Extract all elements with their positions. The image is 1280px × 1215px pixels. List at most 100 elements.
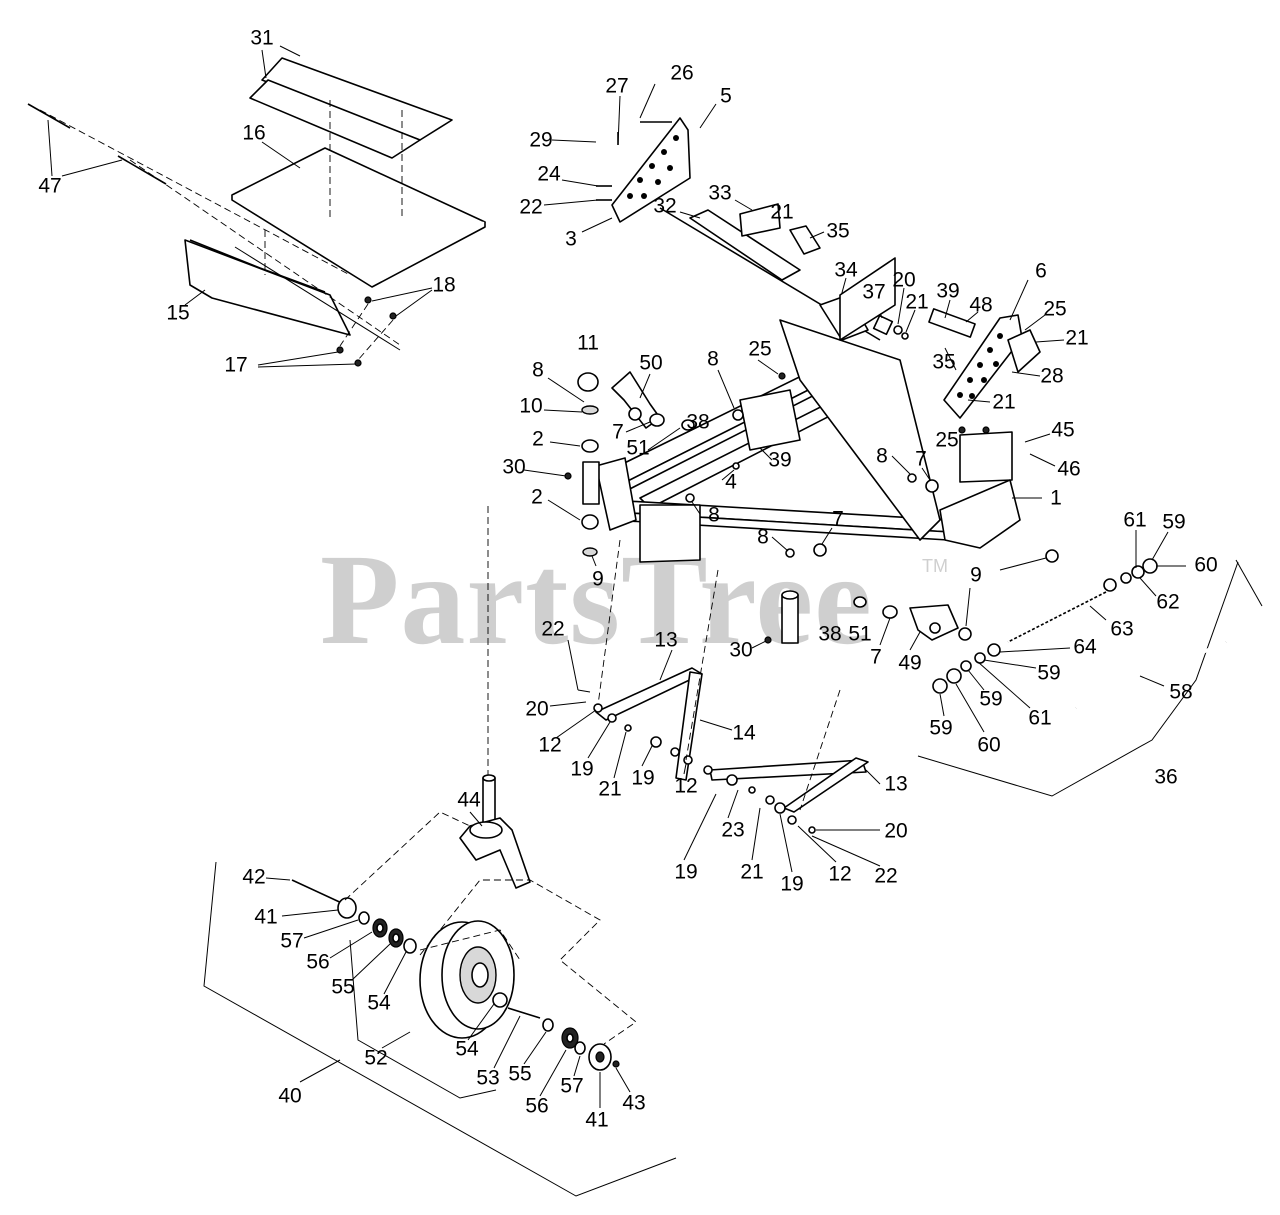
callout-part-30: 30	[502, 455, 526, 479]
callout-part-4: 4	[725, 470, 737, 494]
callout-part-12: 12	[538, 733, 562, 757]
callout-part-14: 14	[732, 721, 756, 745]
control-rod-32-33	[659, 199, 881, 341]
callout-part-2: 2	[532, 427, 544, 451]
callout-part-57: 57	[560, 1074, 584, 1098]
callout-part-56: 56	[306, 950, 330, 974]
callout-part-59: 59	[979, 687, 1003, 711]
watermark-text: PartsTree	[320, 528, 873, 672]
callout-part-47: 47	[38, 174, 62, 198]
callout-part-3: 3	[565, 227, 577, 251]
callout-part-34: 34	[834, 258, 858, 282]
wheel-dashed-outline	[344, 811, 637, 1045]
link-arms-13-14	[549, 539, 881, 873]
floor-pan-16	[231, 100, 486, 288]
top-plate-31	[249, 45, 453, 159]
callout-part-40: 40	[278, 1084, 302, 1108]
callout-part-59: 59	[1037, 661, 1061, 685]
callout-part-55: 55	[331, 975, 355, 999]
watermark: PartsTree	[320, 535, 873, 665]
callout-part-60: 60	[977, 733, 1001, 757]
callout-part-44: 44	[457, 788, 481, 812]
callout-part-8: 8	[708, 503, 720, 527]
callout-part-8: 8	[707, 347, 719, 371]
callout-part-19: 19	[780, 872, 804, 896]
callout-part-54: 54	[455, 1037, 479, 1061]
callout-part-11: 11	[577, 331, 599, 355]
callout-part-21: 21	[598, 777, 622, 801]
axle-and-bearings	[265, 877, 631, 1108]
callout-part-55: 55	[508, 1062, 532, 1086]
callout-part-18: 18	[432, 273, 456, 297]
callout-part-60: 60	[1194, 553, 1218, 577]
callout-part-5: 5	[720, 84, 732, 108]
watermark-trademark: TM	[922, 556, 948, 576]
callout-part-63: 63	[1110, 617, 1134, 641]
callout-part-35: 35	[932, 350, 956, 374]
callout-part-35: 35	[826, 219, 850, 243]
callout-part-61: 61	[1028, 706, 1052, 730]
callout-part-39: 39	[768, 448, 792, 472]
callout-part-21: 21	[740, 860, 764, 884]
callout-part-48: 48	[969, 293, 993, 317]
callout-part-36: 36	[1154, 765, 1178, 789]
callout-part-12: 12	[828, 862, 852, 886]
callout-part-38: 38	[818, 622, 842, 646]
callout-part-13: 13	[884, 772, 908, 796]
callout-part-19: 19	[631, 766, 655, 790]
callout-part-8: 8	[532, 358, 544, 382]
callout-part-19: 19	[674, 860, 698, 884]
callout-part-15: 15	[166, 301, 190, 325]
callout-part-6: 6	[1035, 259, 1047, 283]
callout-part-21: 21	[992, 390, 1016, 414]
callout-part-20: 20	[525, 697, 549, 721]
callout-part-13: 13	[654, 628, 678, 652]
callout-part-25: 25	[1043, 297, 1067, 321]
callout-part-57: 57	[280, 929, 304, 953]
callout-part-21: 21	[905, 290, 929, 314]
callout-part-1: 1	[1050, 486, 1062, 510]
callout-part-9: 9	[970, 563, 982, 587]
frame-hardware	[685, 359, 1059, 649]
callout-part-53: 53	[476, 1066, 500, 1090]
callout-part-17: 17	[224, 353, 248, 377]
main-frame-1	[595, 257, 1042, 563]
callout-part-41: 41	[585, 1108, 609, 1132]
pivot-tube-11	[487, 372, 600, 800]
callout-part-31: 31	[250, 26, 274, 50]
callout-part-61: 61	[1123, 508, 1147, 532]
callout-part-56: 56	[525, 1094, 549, 1118]
callout-part-52: 52	[364, 1046, 388, 1070]
callout-part-8: 8	[876, 444, 888, 468]
callout-part-43: 43	[622, 1091, 646, 1115]
callout-part-22: 22	[541, 617, 565, 641]
side-shield-15	[39, 109, 401, 351]
callout-part-24: 24	[537, 162, 561, 186]
callout-part-16: 16	[242, 121, 266, 145]
callout-part-37: 37	[862, 280, 886, 304]
callout-part-19: 19	[570, 757, 594, 781]
spring-assembly-36	[917, 530, 1263, 797]
callout-part-20: 20	[892, 268, 916, 292]
callout-part-26: 26	[670, 61, 694, 85]
callout-part-64: 64	[1073, 635, 1097, 659]
callout-part-8: 8	[757, 525, 769, 549]
callout-part-51: 51	[848, 622, 872, 646]
callout-part-21: 21	[770, 200, 794, 224]
callout-part-23: 23	[721, 818, 745, 842]
callout-part-25: 25	[935, 428, 959, 452]
callout-part-7: 7	[832, 507, 844, 531]
arm-49	[853, 596, 959, 651]
callout-part-21: 21	[1065, 326, 1089, 350]
bracket-plate-6	[928, 279, 1065, 434]
callout-part-12: 12	[674, 774, 698, 798]
callout-part-22: 22	[519, 195, 543, 219]
callout-part-25: 25	[748, 337, 772, 361]
callout-part-51: 51	[626, 436, 650, 460]
callout-part-20: 20	[884, 819, 908, 843]
callout-part-50: 50	[639, 351, 663, 375]
callout-part-22: 22	[874, 864, 898, 888]
callout-part-7: 7	[612, 420, 624, 444]
